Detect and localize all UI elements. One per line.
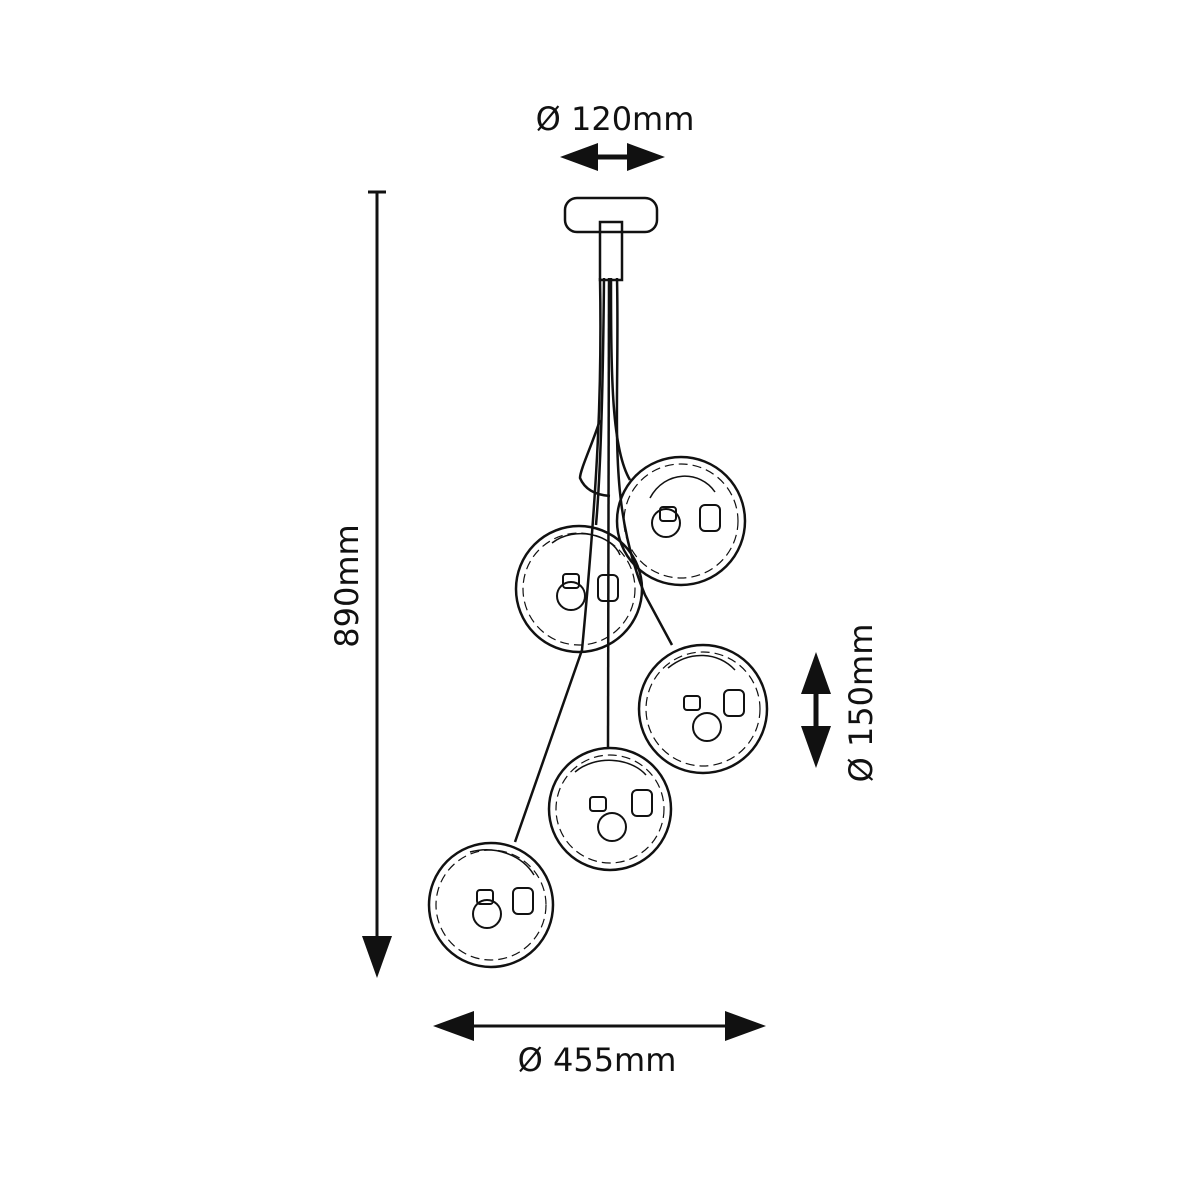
cable-top-right	[609, 277, 632, 481]
height-dimension: 890mm	[328, 190, 392, 978]
suspension-cables	[513, 277, 674, 843]
height-arrow-down	[362, 936, 392, 978]
globe-top-right	[615, 455, 747, 587]
canopy-diameter-label: Ø 120mm	[536, 100, 695, 138]
width-label: Ø 455mm	[518, 1041, 677, 1079]
globe-bottom-left	[427, 841, 555, 969]
cable-top-left	[594, 277, 606, 526]
globe-right	[637, 643, 769, 775]
canopy-arrow-right	[627, 143, 665, 171]
globe-middle	[547, 746, 673, 872]
cable-right	[615, 277, 674, 646]
canopy-stem	[598, 220, 624, 282]
cable-loop	[578, 419, 611, 498]
canopy-arrow-left	[560, 143, 598, 171]
globe-upper-left	[514, 524, 644, 654]
width-arrow-right	[725, 1011, 766, 1041]
cable-bottom-left	[513, 277, 602, 843]
canopy-diameter-dimension: Ø 120mm	[536, 100, 695, 171]
width-dimension: Ø 455mm	[433, 1011, 766, 1079]
ceiling-canopy	[563, 196, 659, 282]
globe-arrow-up	[801, 652, 831, 694]
globe-arrow-down	[801, 726, 831, 768]
width-arrow-left	[433, 1011, 474, 1041]
cable-middle	[606, 277, 611, 749]
height-label: 890mm	[328, 524, 366, 647]
canopy-plate	[563, 196, 659, 234]
globe-diameter-dimension: Ø 150mm	[801, 624, 880, 783]
globe-diameter-label: Ø 150mm	[842, 624, 880, 783]
